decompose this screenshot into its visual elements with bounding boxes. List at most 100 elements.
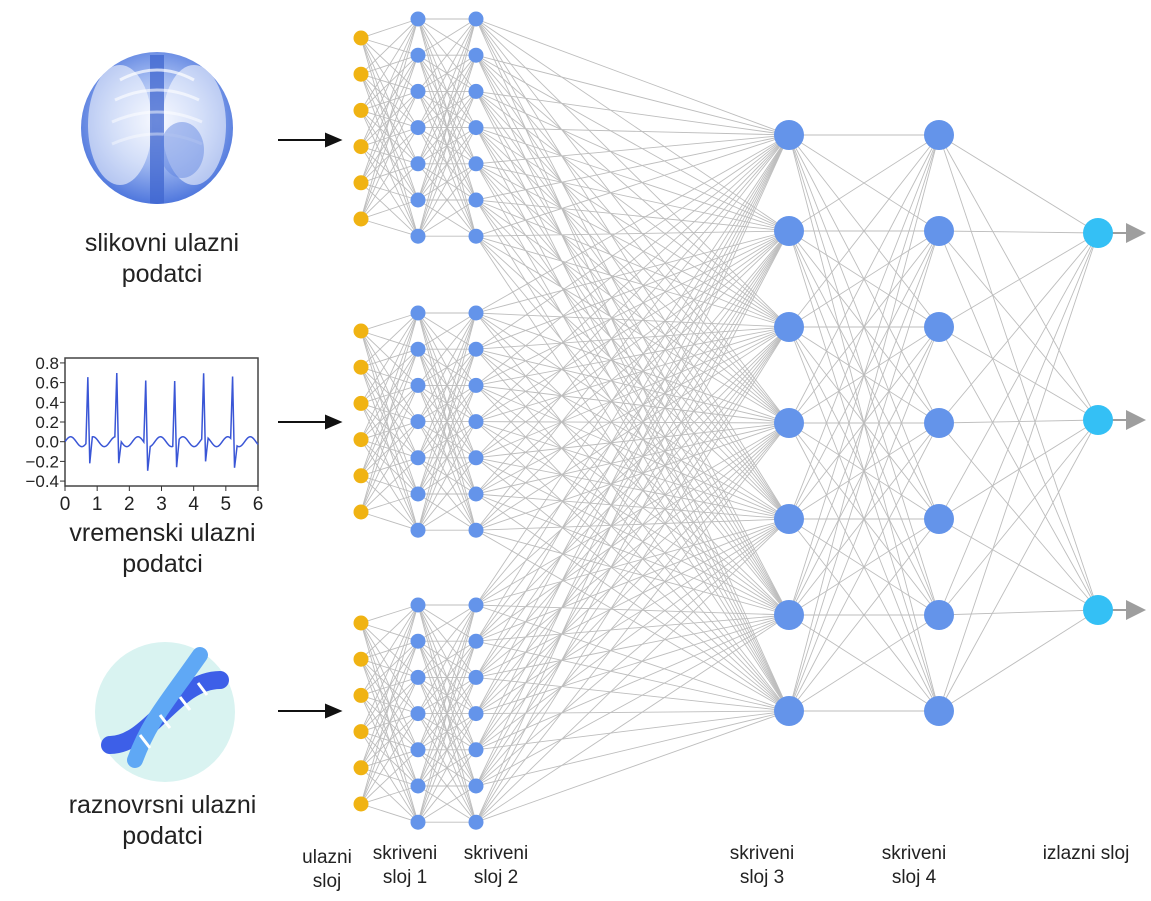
connection-edge — [475, 230, 790, 787]
connection-edge — [360, 511, 419, 531]
connection-edge — [475, 518, 790, 751]
connection-edge — [938, 232, 1099, 712]
connection-edge — [475, 54, 790, 616]
connection-edge — [360, 312, 419, 368]
connection-edge — [788, 422, 940, 712]
connection-edge — [788, 518, 940, 712]
connection-edge — [475, 326, 790, 606]
connection-edge — [938, 609, 1099, 616]
connection-edge — [360, 641, 419, 805]
connection-edge — [360, 604, 419, 696]
chest-xray-icon — [81, 52, 233, 204]
connection-edge — [475, 457, 790, 616]
connection-edge — [475, 55, 790, 712]
hidden2-neuron — [468, 486, 484, 502]
hidden2-neuron — [468, 377, 484, 393]
connection-edge — [417, 312, 477, 386]
connection-edge — [360, 349, 419, 513]
connection-edge — [360, 199, 419, 220]
connection-edge — [475, 54, 790, 136]
input-neuron — [353, 760, 369, 776]
connection-edge — [475, 493, 790, 712]
input-neuron — [353, 139, 369, 155]
connection-edge — [417, 604, 477, 750]
hidden1-neuron — [410, 156, 426, 172]
neurons — [353, 11, 1113, 830]
ecg-x-tick-label: 0 — [60, 494, 71, 515]
connection-edge — [475, 134, 790, 606]
connection-edge — [788, 134, 940, 424]
connection-edge — [360, 457, 419, 513]
layer-label-hidden4: skriveni sloj 4 — [881, 843, 947, 888]
connection-edge — [475, 18, 790, 424]
connection-edge — [475, 422, 790, 787]
connection-edge — [788, 134, 940, 712]
hidden2-neuron — [468, 814, 484, 830]
ecg-x-tick-label: 6 — [253, 494, 264, 515]
connection-edge — [475, 614, 790, 678]
connection-edge — [788, 134, 940, 232]
connection-edge — [360, 18, 419, 147]
connection-edge — [475, 134, 790, 787]
input-neuron — [353, 651, 369, 667]
hidden1-neuron — [410, 486, 426, 502]
hidden1-neuron — [410, 778, 426, 794]
connection-edge — [417, 604, 477, 714]
connection-edge — [475, 18, 790, 328]
hidden1-neuron — [410, 814, 426, 830]
connection-edge — [475, 326, 790, 787]
hidden2-neuron — [468, 450, 484, 466]
connection-edge — [475, 614, 790, 715]
connection-edge — [788, 134, 940, 328]
connection-edge — [475, 518, 790, 787]
connection-edge — [360, 18, 419, 183]
connection-edge — [938, 232, 1099, 424]
connection-edge — [417, 312, 477, 531]
connection-edge — [475, 134, 790, 642]
connection-edge — [417, 677, 477, 823]
input-neuron — [353, 323, 369, 339]
hidden1-neuron — [410, 522, 426, 538]
connection-edge — [475, 312, 790, 616]
connection-edge — [360, 312, 419, 476]
connection-edge — [475, 529, 790, 712]
connection-edge — [475, 348, 790, 520]
hidden4-neuron — [924, 696, 954, 726]
connection-edge — [475, 326, 790, 423]
input-neuron — [353, 724, 369, 740]
hidden2-neuron — [468, 192, 484, 208]
connection-edge — [475, 422, 790, 823]
connection-edge — [475, 134, 790, 314]
connection-edge — [475, 127, 790, 136]
connection-edge — [475, 385, 790, 712]
connection-edge — [475, 614, 790, 751]
connection-edge — [417, 18, 477, 92]
connection-edge — [417, 127, 477, 237]
connection-edge — [475, 134, 790, 459]
ecg-x-tick-label: 3 — [156, 494, 167, 515]
ecg-y-tick-label: −0.4 — [25, 472, 59, 491]
connection-edge — [417, 199, 477, 237]
connection-edge — [475, 326, 790, 642]
connection-edge — [475, 134, 790, 751]
connection-edge — [360, 218, 419, 237]
hidden4-neuron — [924, 600, 954, 630]
connection-edge — [417, 604, 477, 678]
connection-edge — [475, 422, 790, 642]
hidden2-neuron — [468, 228, 484, 244]
hidden3-neuron — [774, 504, 804, 534]
connection-edge — [475, 493, 790, 616]
connection-edge — [475, 127, 790, 616]
hidden2-neuron — [468, 341, 484, 357]
ecg-x-tick-label: 4 — [188, 494, 199, 515]
hidden3-neuron — [774, 408, 804, 438]
connection-edge — [475, 91, 790, 520]
input-arrows — [278, 132, 343, 719]
hidden4-neuron — [924, 120, 954, 150]
connection-edge — [417, 18, 477, 56]
connection-edge — [938, 326, 1099, 421]
hidden2-neuron — [468, 522, 484, 538]
hidden1-neuron — [410, 414, 426, 430]
connection-edge — [938, 232, 1099, 616]
